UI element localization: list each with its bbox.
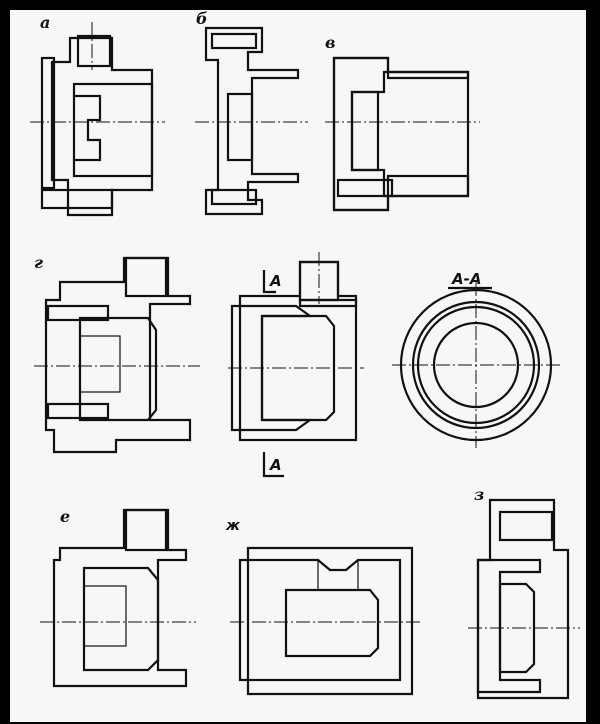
sleeve-top-mid	[298, 298, 358, 308]
outline-zh	[246, 546, 414, 696]
part-body-v	[332, 56, 390, 212]
figure-v: в	[325, 33, 480, 212]
screw-top-g	[124, 256, 168, 298]
screw-top-a	[76, 34, 112, 68]
disk-a	[40, 56, 56, 190]
label-a: а	[40, 13, 50, 32]
pocket-g	[79, 335, 121, 393]
part-body-a	[50, 36, 154, 217]
bore-a	[72, 82, 154, 178]
figure-g-section: А А	[228, 252, 364, 478]
outline-v	[332, 56, 470, 212]
label-b: б	[196, 9, 208, 28]
figure-zh: ж	[225, 518, 420, 696]
bolt-top-g	[46, 304, 110, 322]
figure-z: з	[468, 485, 580, 700]
section-aa: А-А	[392, 270, 560, 448]
bore-zh	[284, 588, 380, 658]
sleeve-bottom-v	[386, 174, 470, 198]
sleeve-top-v	[386, 70, 470, 80]
screw-top-e	[124, 508, 168, 552]
screw-zh	[317, 560, 359, 591]
label-v: в	[325, 33, 336, 52]
label-e: е	[60, 507, 70, 526]
bore-v	[350, 90, 380, 172]
bore-e	[82, 566, 160, 672]
bore-mid	[260, 314, 336, 422]
label-z: з	[474, 485, 484, 504]
bore-z	[498, 582, 536, 674]
figure-g: г	[34, 253, 200, 454]
bore-g	[78, 316, 158, 422]
cut-mark-bottom	[262, 452, 284, 478]
section-mark-top: А	[269, 272, 282, 290]
screw-bottom-b	[210, 188, 258, 206]
label-zh: ж	[225, 518, 241, 534]
screw-top-z	[498, 510, 554, 542]
bore-b	[226, 92, 254, 162]
figure-b: б	[195, 9, 308, 216]
label-g: г	[34, 253, 43, 272]
part-body-z	[476, 558, 542, 694]
insert-a	[74, 94, 102, 162]
figure-a: а	[30, 13, 165, 217]
outline-z	[476, 498, 570, 700]
pocket-e	[83, 585, 127, 647]
screw-v	[336, 178, 394, 198]
screw-bottom-a	[40, 188, 114, 210]
bolt-bottom-g	[46, 402, 110, 420]
screw-top-b	[210, 32, 258, 50]
cut-mark-top	[262, 270, 276, 294]
figure-e: е	[40, 507, 196, 688]
section-title: А-А	[451, 270, 481, 288]
section-mark-bottom: А	[269, 456, 282, 474]
part-body-g	[44, 256, 192, 454]
part-body-zh	[238, 558, 402, 682]
